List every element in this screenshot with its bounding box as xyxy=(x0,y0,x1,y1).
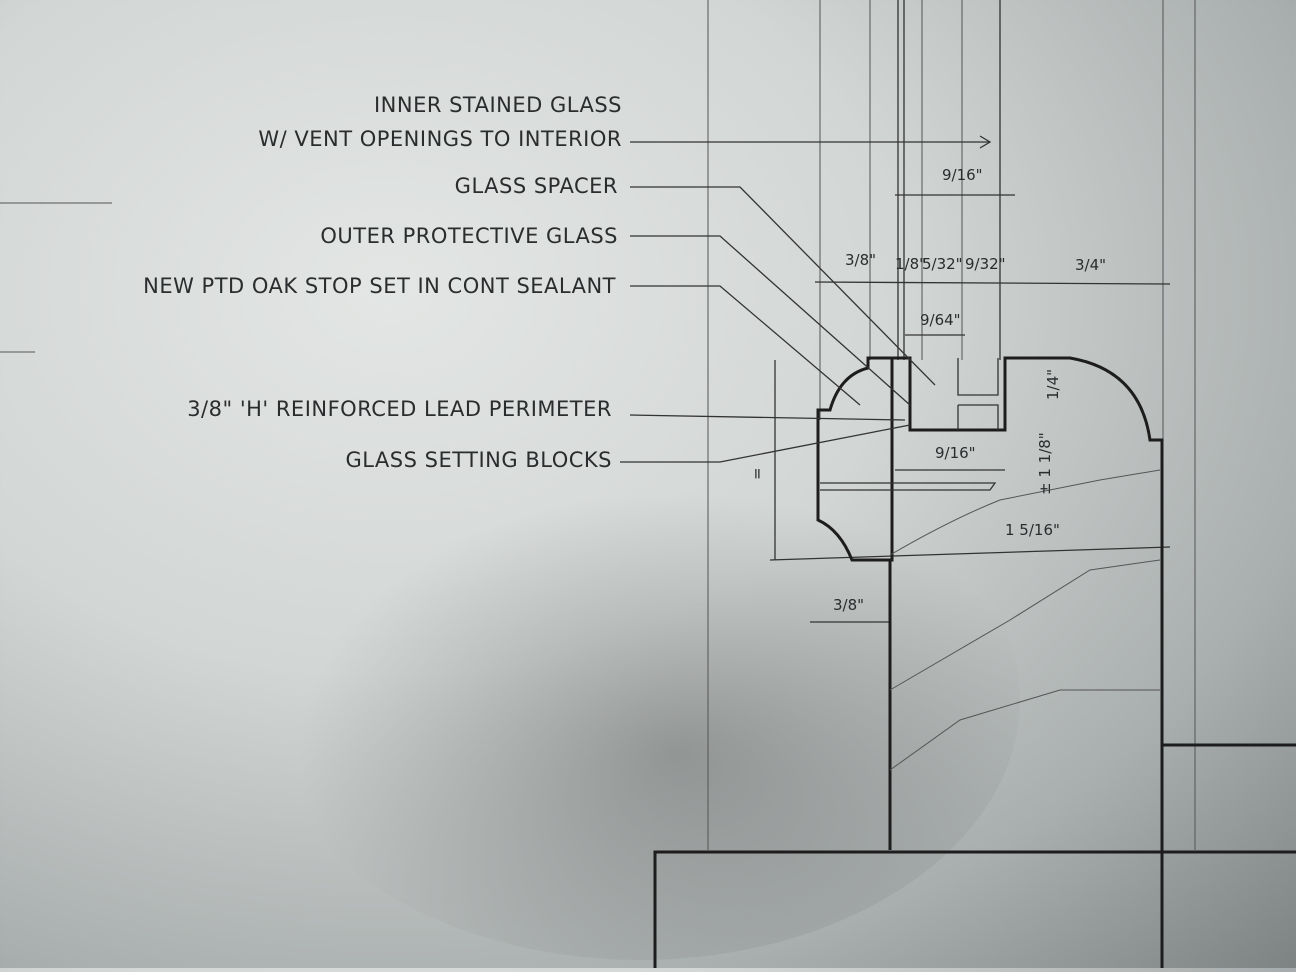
dimension-lines xyxy=(769,194,1171,623)
dim-outer-glass: 1/8" xyxy=(895,255,926,273)
callout-lead-perimeter: 3/8" 'H' REINFORCED LEAD PERIMETER xyxy=(187,397,612,421)
dim-quarter: 1/4" xyxy=(1044,369,1062,400)
callout-outer-glass: OUTER PROTECTIVE GLASS xyxy=(320,224,618,248)
dim-equal: = xyxy=(748,467,766,480)
dim-height: ± 1 1/8" xyxy=(1036,432,1054,495)
dim-bottom: 3/8" xyxy=(833,596,864,614)
dim-gap: 9/64" xyxy=(920,311,961,329)
callout-glass-spacer: GLASS SPACER xyxy=(455,174,618,198)
dim-sill: 1 5/16" xyxy=(1005,521,1060,539)
dim-right: 3/4" xyxy=(1075,256,1106,274)
callout-vent-openings: W/ VENT OPENINGS TO INTERIOR xyxy=(258,127,622,151)
shadow xyxy=(260,440,1020,960)
dim-stop: 3/8" xyxy=(845,251,876,269)
sash-profile xyxy=(653,356,1296,968)
callout-oak-stop: NEW PTD OAK STOP SET IN CONT SEALANT xyxy=(143,274,616,298)
callout-inner-glass: INNER STAINED GLASS xyxy=(374,93,622,117)
dim-inner-glass: 9/32" xyxy=(965,255,1006,273)
dim-spacer: 5/32" xyxy=(922,255,963,273)
leader-lines xyxy=(620,135,992,463)
dim-top-overall: 9/16" xyxy=(942,166,983,184)
callout-setting-blocks: GLASS SETTING BLOCKS xyxy=(345,448,612,472)
dim-rabbet: 9/16" xyxy=(935,444,976,462)
